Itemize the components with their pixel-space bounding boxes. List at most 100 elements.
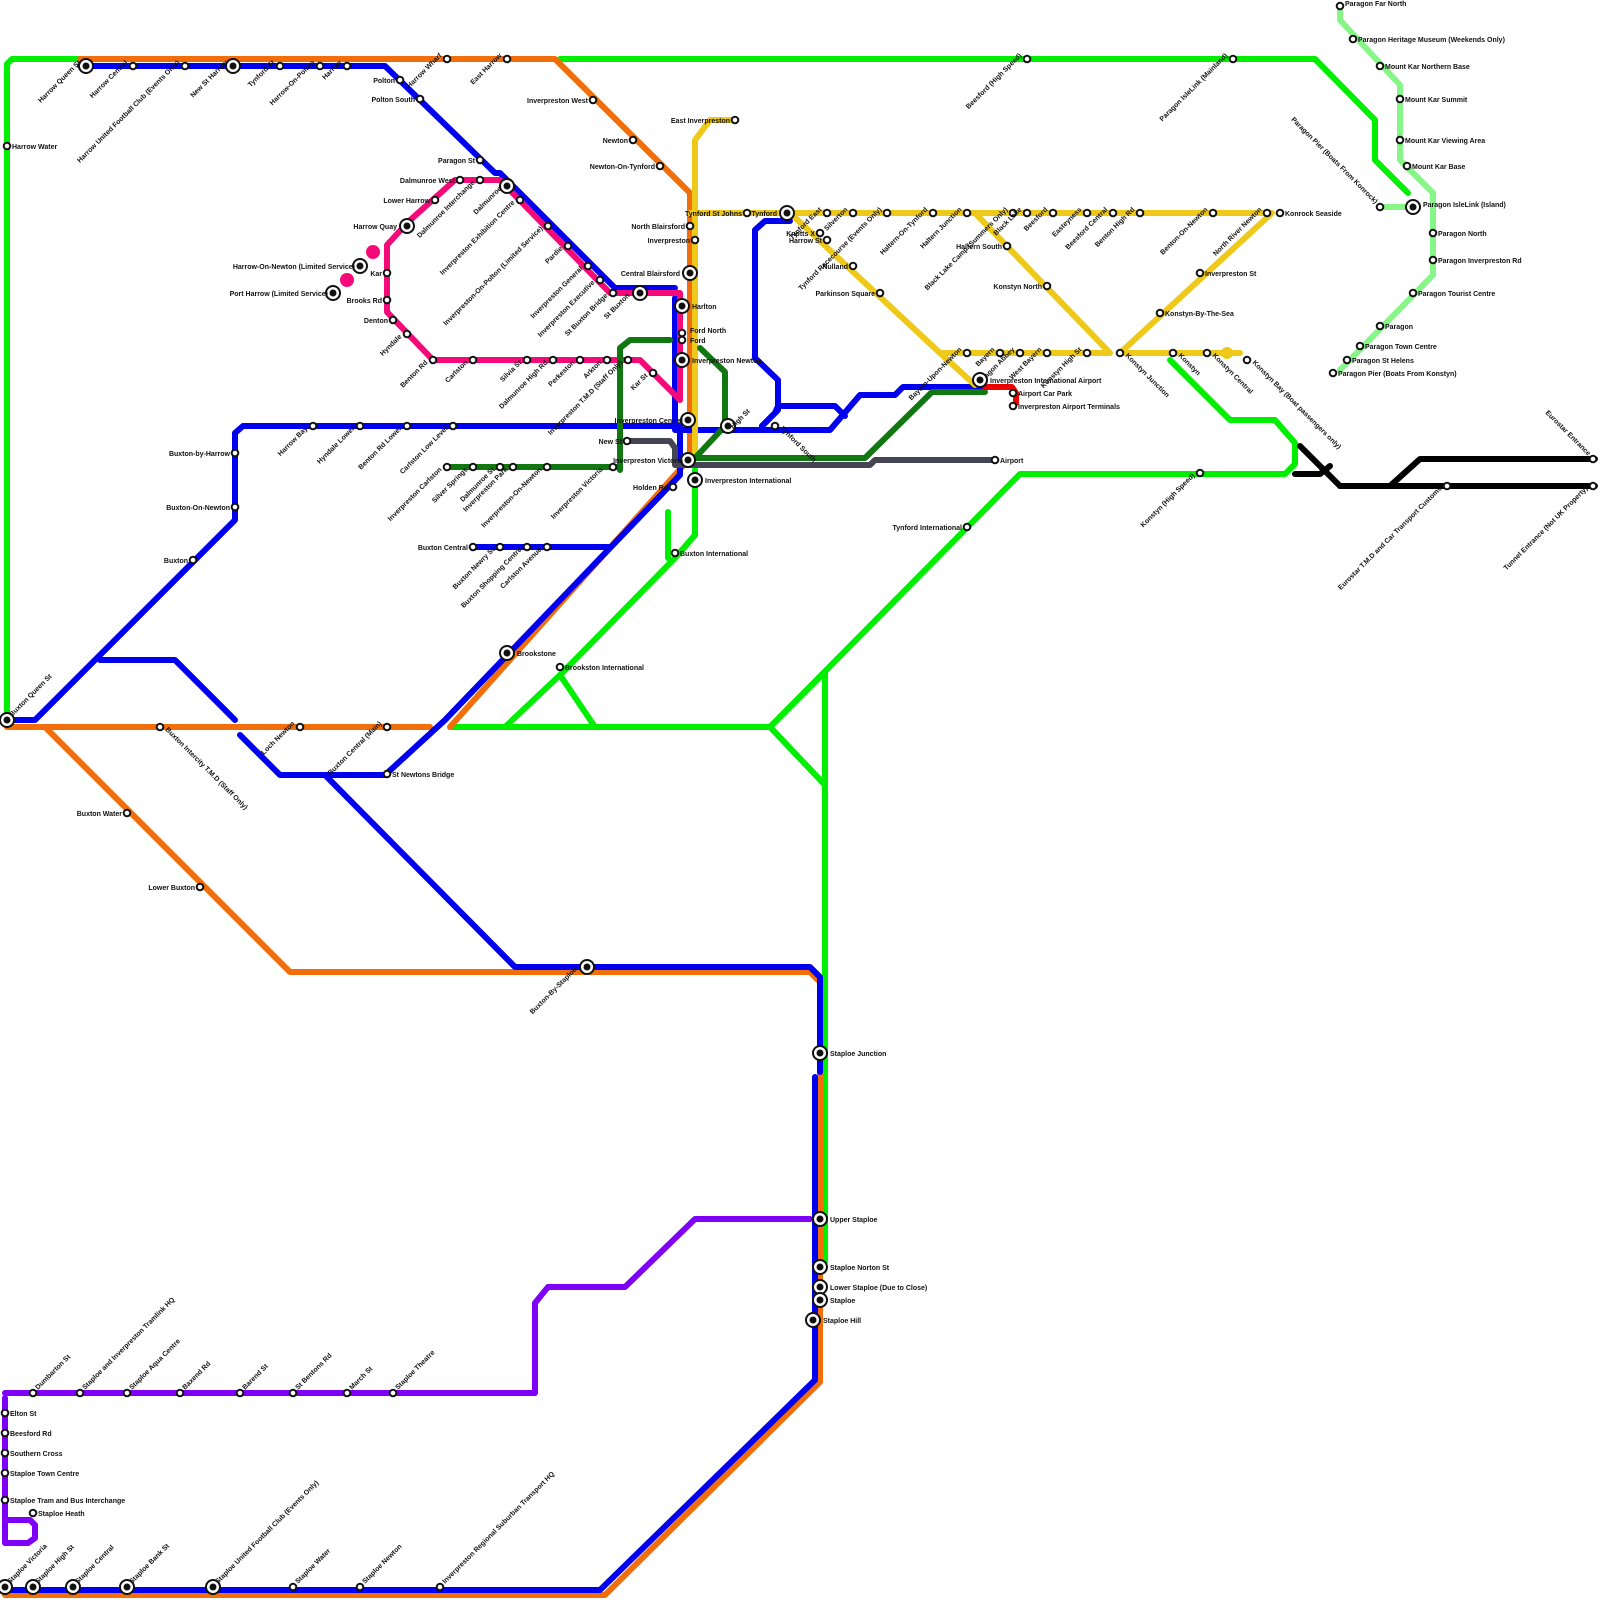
station-19[interactable]: Harrow-On-Newton (Limited Service)	[233, 258, 368, 274]
station-41[interactable]: Inverpreston Newton	[674, 352, 762, 368]
station-170[interactable]: Staploe Newton	[355, 1543, 404, 1592]
station-136[interactable]: Mount Kar Viewing Area	[1395, 135, 1486, 145]
station-142[interactable]: Paragon Tourist Centre	[1408, 288, 1496, 298]
station-111[interactable]: Nulland	[822, 261, 858, 271]
station-40[interactable]: Ford	[677, 335, 706, 345]
station-152[interactable]: Staploe Aqua Centre	[122, 1338, 182, 1398]
station-33[interactable]: Newton-On-Tynford	[590, 161, 665, 171]
station-50[interactable]: Inverpreston Central	[615, 412, 696, 428]
station-110[interactable]: Harrow St	[789, 235, 832, 245]
station-87[interactable]: Staploe Junction	[812, 1045, 886, 1061]
station-91[interactable]: Staploe	[812, 1292, 855, 1308]
station-23[interactable]: Denton	[364, 315, 398, 325]
station-37[interactable]: Central Blairsford	[621, 265, 698, 281]
station-60[interactable]: Benton Rd Lower	[357, 421, 412, 472]
station-147[interactable]: Eurostar Entrance	[1544, 410, 1598, 464]
station-128[interactable]: Inverpreston Airport Terminals	[1008, 401, 1120, 411]
station-35[interactable]: North Blairsford	[631, 221, 695, 231]
station-157[interactable]: Staploe Theatre	[388, 1349, 437, 1398]
station-79[interactable]: Buxton Intercity T.M.D (Staff Only)	[155, 722, 249, 812]
station-113[interactable]: Haltern South	[956, 241, 1012, 251]
station-34[interactable]: East Inverpreston	[671, 115, 740, 125]
station-122[interactable]: Konstyn Junction	[1115, 348, 1171, 400]
station-155[interactable]: St Bentons Rd	[288, 1352, 334, 1398]
station-114[interactable]: Konstyn North	[993, 281, 1052, 291]
station-164[interactable]: Staploe Victoria	[0, 1543, 49, 1595]
station-93[interactable]: Tynford St Johns	[685, 208, 752, 218]
station-138[interactable]: Paragon Pier (Boats From Konrock)	[1289, 116, 1385, 212]
station-11[interactable]: Polton South	[371, 94, 425, 104]
station-144[interactable]: Paragon Town Centre	[1355, 341, 1437, 351]
station-55[interactable]: Inverpreston International	[687, 472, 791, 488]
station-56[interactable]: Holden Rd	[633, 482, 678, 492]
station-143[interactable]: Paragon	[1375, 321, 1413, 331]
station-112[interactable]: Parkinson Square	[815, 288, 885, 298]
station-126[interactable]: Inverpreston International Airport	[972, 372, 1102, 388]
station-13[interactable]: Dalmunroe West	[400, 175, 465, 185]
station-130[interactable]: Paragon IsleLink (Mainland)	[1159, 52, 1238, 123]
station-36[interactable]: Inverpreston	[648, 235, 700, 245]
station-70[interactable]: Inverpreston Victoria	[550, 462, 618, 521]
station-49[interactable]: Kar St	[630, 368, 658, 392]
station-115[interactable]: Inverpreston St	[1195, 268, 1257, 278]
station-0[interactable]: Harrow Queen St	[37, 58, 94, 105]
station-166[interactable]: Staploe Central	[65, 1544, 116, 1595]
station-63[interactable]: Buxton-On-Newton	[166, 502, 240, 512]
station-151[interactable]: Staploe and Inverpreston Tramlink HQ	[75, 1296, 177, 1398]
station-158[interactable]: Elton St	[0, 1408, 37, 1418]
station-161[interactable]: Staploe Town Centre	[0, 1468, 80, 1478]
station-135[interactable]: Mount Kar Summit	[1395, 94, 1468, 104]
station-82[interactable]: St Newtons Bridge	[382, 769, 455, 779]
station-62[interactable]: Buxton-by-Harrow	[169, 448, 240, 458]
station-20[interactable]: Port Harrow (Limited Service)	[230, 285, 341, 301]
station-141[interactable]: Paragon Inverpreston Rd	[1428, 255, 1522, 265]
station-146[interactable]: Paragon Pier (Boats From Konstyn)	[1328, 368, 1457, 378]
station-53[interactable]: New St	[599, 436, 632, 446]
station-167[interactable]: Staploe Bank St	[119, 1542, 172, 1595]
station-84[interactable]: Lower Buxton	[148, 882, 205, 892]
station-32[interactable]: Newton	[603, 135, 638, 145]
station-76[interactable]: Brookstone	[499, 645, 556, 661]
station-26[interactable]: Pardie	[544, 241, 573, 266]
station-42[interactable]: Benton Rd	[399, 355, 438, 390]
station-38[interactable]: Harlton	[674, 298, 717, 314]
station-159[interactable]: Beesford Rd	[0, 1428, 52, 1438]
station-160[interactable]: Southern Cross	[0, 1448, 63, 1458]
station-2[interactable]: Harrow United Football Club (Events Only…	[76, 59, 190, 165]
station-71[interactable]: Buxton Central	[418, 542, 478, 552]
station-94[interactable]: Tynford	[751, 205, 795, 221]
station-162[interactable]: Staploe Tram and Bus Interchange	[0, 1495, 126, 1505]
station-57[interactable]: Airport	[990, 455, 1024, 465]
station-169[interactable]: Staploe Water	[288, 1547, 333, 1592]
station-17[interactable]: Lower Harrow	[383, 195, 440, 205]
station-134[interactable]: Mount Kar Northern Base	[1375, 61, 1470, 71]
station-12[interactable]: Paragon St	[438, 155, 485, 165]
station-21[interactable]: Kar	[370, 268, 392, 278]
station-90[interactable]: Lower Staploe (Due to Close)	[812, 1279, 927, 1295]
station-163[interactable]: Staploe Heath	[28, 1508, 85, 1518]
station-149[interactable]: Tunnel Entrance (Not UK Property)	[1503, 481, 1598, 572]
station-139[interactable]: Paragon IsleLink (Island)	[1405, 199, 1506, 215]
station-24[interactable]: Hyndale	[379, 329, 412, 358]
station-132[interactable]: Paragon Far North	[1335, 1, 1407, 11]
station-54[interactable]: Inverpreston Victoria	[613, 452, 696, 468]
station-9[interactable]: Harrow Water	[2, 141, 58, 151]
station-127[interactable]: Airport Car Park	[1008, 388, 1072, 398]
station-145[interactable]: Paragon St Helens	[1342, 355, 1414, 365]
station-108[interactable]: Konrock Seaside	[1275, 208, 1342, 218]
station-22[interactable]: Brooks Rd	[347, 295, 392, 305]
station-150[interactable]: Dumbarton St	[28, 1353, 73, 1398]
station-116[interactable]: Konstyn-By-The-Sea	[1155, 308, 1234, 318]
station-131[interactable]: Konstyn (High Speed)	[1140, 468, 1205, 529]
station-83[interactable]: Buxton Water	[77, 808, 132, 818]
station-86[interactable]: Tynford International	[893, 522, 972, 532]
station-133[interactable]: Paragon Heritage Museum (Weekends Only)	[1348, 34, 1505, 44]
station-6[interactable]: Harrow	[321, 59, 352, 81]
station-10[interactable]: Polton	[373, 75, 405, 85]
station-137[interactable]: Mount Kar Base	[1402, 161, 1466, 171]
station-31[interactable]: Inverpreston West	[527, 95, 598, 105]
station-59[interactable]: Hyndale Lower	[316, 421, 365, 466]
station-18[interactable]: Harrow Quay	[353, 218, 415, 234]
station-75[interactable]: Buxton International	[670, 548, 748, 558]
station-77[interactable]: Brookston International	[555, 662, 644, 672]
